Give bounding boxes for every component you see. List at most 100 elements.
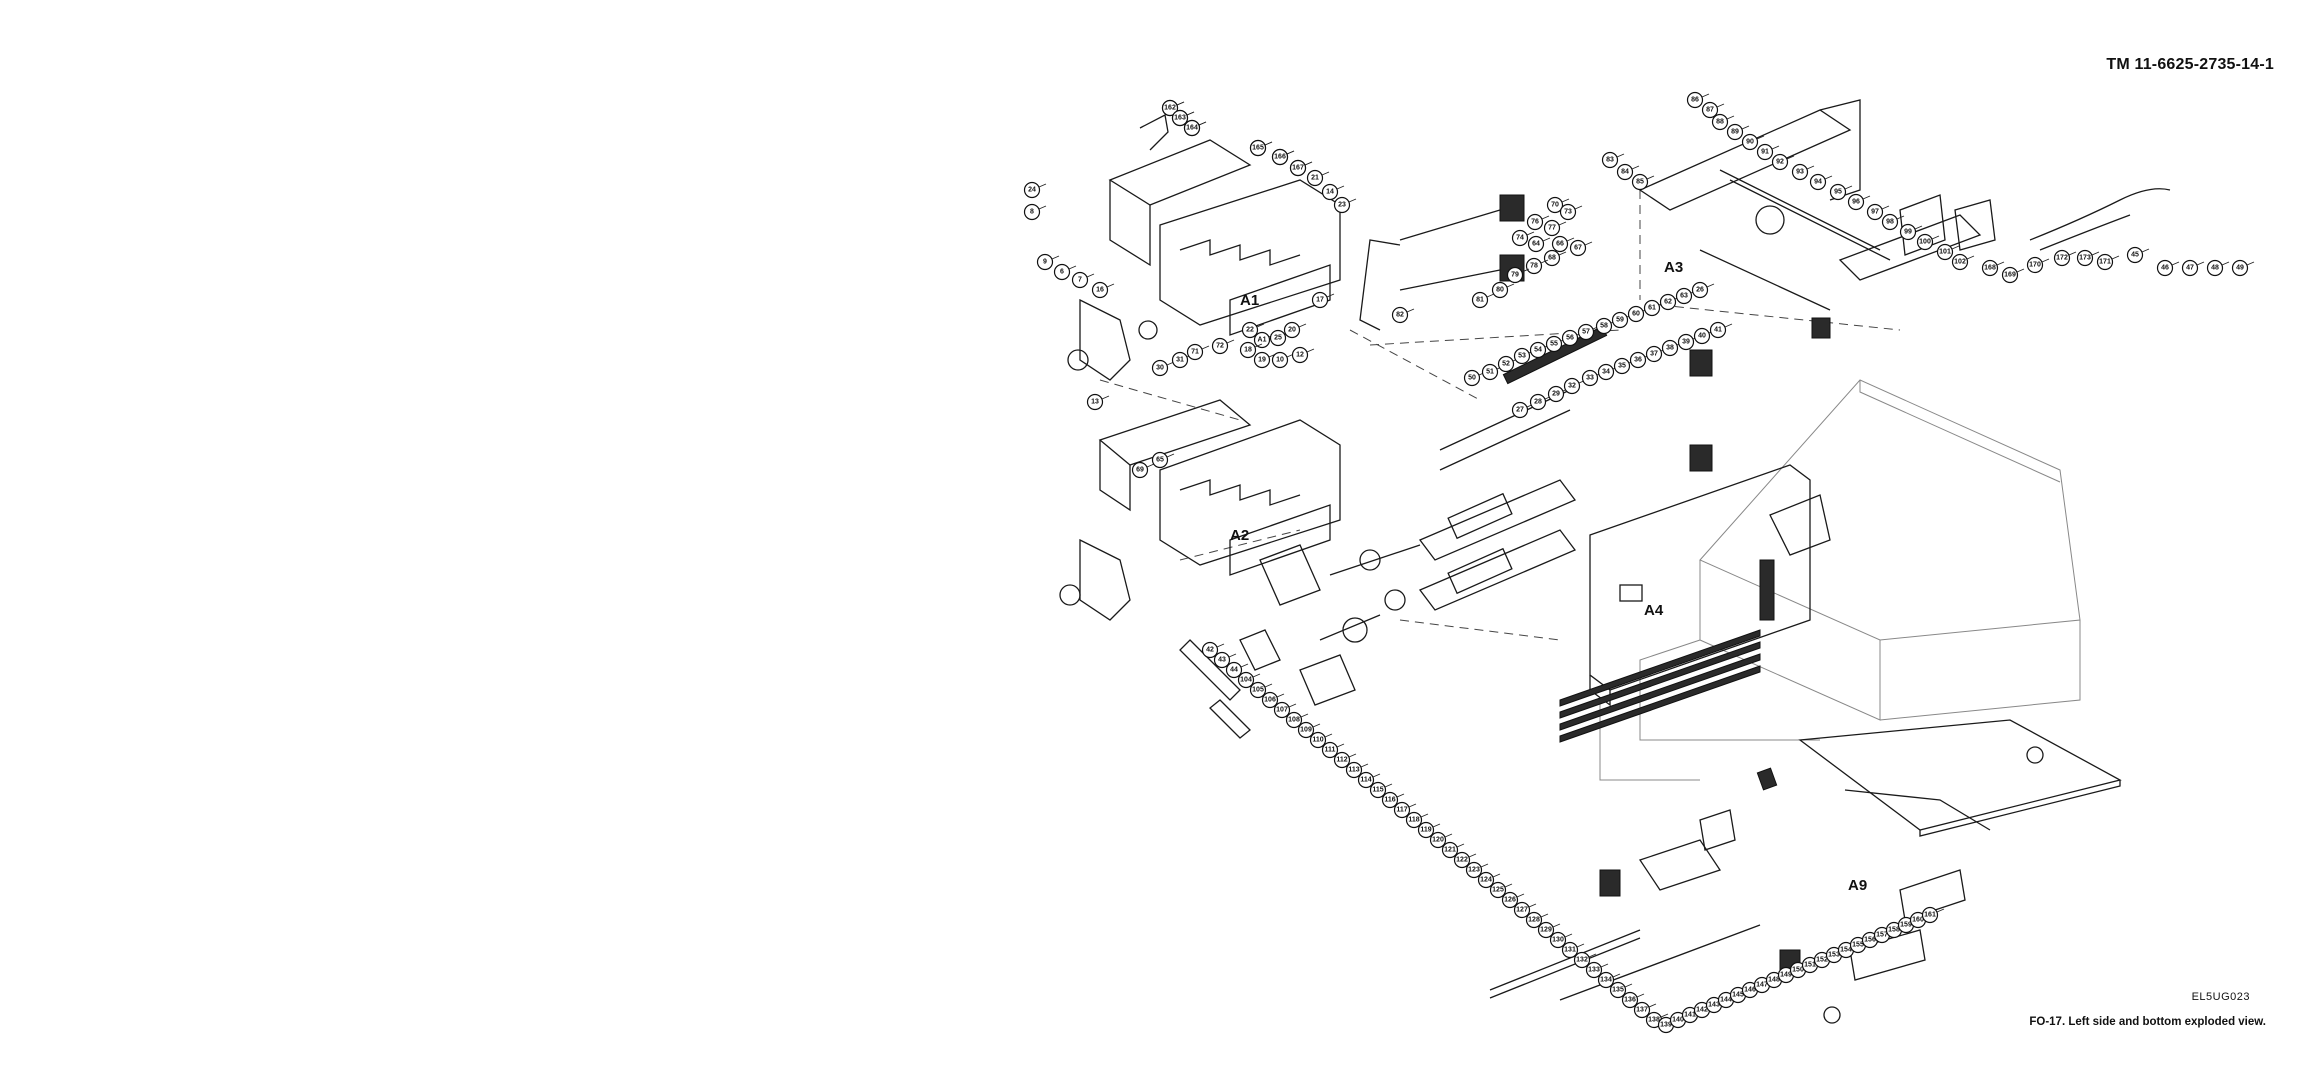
callout-58: 58 (1595, 317, 1619, 335)
callout-122: 122 (1453, 851, 1477, 869)
callout-43: 43 (1213, 651, 1237, 669)
callout-number: 102 (1954, 259, 1966, 266)
callout-bubble (1529, 393, 1547, 411)
callout-number: 47 (2186, 265, 2194, 272)
callout-number: 10 (1276, 357, 1284, 364)
callout-number: 89 (1731, 129, 1739, 136)
callout-91: 91 (1756, 143, 1780, 161)
callout-number: 25 (1274, 335, 1282, 342)
callout-6: 6 (1053, 263, 1077, 281)
gear-boxes (1179, 544, 1356, 739)
assembly-label-a1: A1 (1240, 292, 1259, 309)
callout-108: 108 (1285, 711, 1309, 729)
callout-121: 121 (1441, 841, 1465, 859)
callout-161: 161 (1921, 906, 1945, 924)
callout-number: 12 (1296, 352, 1304, 359)
callout-bubble (1597, 971, 1615, 989)
callout-bubble (1239, 341, 1257, 359)
callout-bubble (1186, 343, 1204, 361)
callout-50: 50 (1463, 369, 1487, 387)
callout-bubble (1611, 311, 1629, 329)
callout-number: 66 (1556, 241, 1564, 248)
callout-bubble (1645, 345, 1663, 363)
callout-bubble (1771, 153, 1789, 171)
callout-bubble (1086, 393, 1104, 411)
callout-bubble (1595, 317, 1613, 335)
callout-137: 137 (1633, 1001, 1657, 1019)
callout-number: 7 (1078, 277, 1082, 284)
callout-bubble (2053, 249, 2071, 267)
callout-bubble (1381, 791, 1399, 809)
callout-number: 120 (1432, 837, 1444, 844)
callout-156: 156 (1861, 931, 1885, 949)
assembly-label-a9: A9 (1848, 877, 1867, 894)
callout-number: 9 (1043, 259, 1047, 266)
callout-bubble (1551, 235, 1569, 253)
callout-number: 151 (1804, 962, 1816, 969)
callout-bubble (1916, 233, 1934, 251)
callout-bubble (1213, 651, 1231, 669)
callout-number: 43 (1218, 657, 1226, 664)
callout-bubble (1686, 91, 1704, 109)
callout-bubble (2076, 249, 2094, 267)
callout-number: 18 (1244, 347, 1252, 354)
callout-74: 74 (1511, 229, 1535, 247)
callout-bubble (1643, 299, 1661, 317)
callout-number: 39 (1682, 339, 1690, 346)
callout-31: 31 (1171, 351, 1195, 369)
callout-bubble (1345, 761, 1363, 779)
callout-number: 149 (1780, 972, 1792, 979)
callout-38: 38 (1661, 339, 1685, 357)
assembly-a2-group (1059, 399, 1341, 621)
callout-number: 61 (1648, 305, 1656, 312)
assembly-a4-group (1559, 464, 1831, 743)
callout-number: 52 (1502, 361, 1510, 368)
callout-number: 70 (1551, 202, 1559, 209)
callout-bubble (1513, 347, 1531, 365)
callout-14: 14 (1321, 183, 1345, 201)
callout-number: 101 (1939, 249, 1951, 256)
callout-81: 81 (1471, 291, 1495, 309)
callout-bubble (1211, 337, 1229, 355)
callout-number: 85 (1636, 179, 1644, 186)
assembly-a1-group (1067, 114, 1341, 381)
callout-bubble (1249, 139, 1267, 157)
callout-number: 65 (1156, 457, 1164, 464)
callout-bubble (1405, 811, 1423, 829)
callout-number: 134 (1600, 977, 1612, 984)
callout-number: 96 (1852, 199, 1860, 206)
callout-number: 93 (1796, 169, 1804, 176)
callout-number: 22 (1246, 327, 1254, 334)
callout-number: 95 (1834, 189, 1842, 196)
callout-bubble (1271, 351, 1289, 369)
shaft-rollers (1319, 325, 1608, 643)
callout-bubble (1616, 163, 1634, 181)
callout-number: 64 (1532, 241, 1540, 248)
callout-65: 65 (1151, 451, 1175, 469)
callout-126: 126 (1501, 891, 1525, 909)
callout-20: 20 (1283, 321, 1307, 339)
callout-21: 21 (1306, 169, 1330, 187)
callout-173: 173 (2076, 249, 2100, 267)
callout-95: 95 (1829, 183, 1853, 201)
callout-bubble (1633, 1001, 1651, 1019)
callout-number: 100 (1919, 239, 1931, 246)
callout-135: 135 (1609, 981, 1633, 999)
callout-bubble (1249, 681, 1267, 699)
callout-number: 8 (1030, 209, 1034, 216)
callout-bubble (1621, 991, 1639, 1009)
callout-bubble (2096, 253, 2114, 271)
callout-bubble (1283, 321, 1301, 339)
callout-bubble (1471, 291, 1489, 309)
callout-bubble (1526, 213, 1544, 231)
callout-168: 168 (1981, 259, 2005, 277)
callout-number: 117 (1396, 807, 1407, 814)
callout-number: A1 (1258, 337, 1267, 344)
callout-bubble (1581, 369, 1599, 387)
callout-bubble (1613, 357, 1631, 375)
callout-number: 40 (1698, 333, 1706, 340)
callout-number: 157 (1876, 932, 1888, 939)
callout-bubble (1023, 181, 1041, 199)
callout-bubble (1201, 641, 1219, 659)
callout-number: 172 (2056, 255, 2068, 262)
